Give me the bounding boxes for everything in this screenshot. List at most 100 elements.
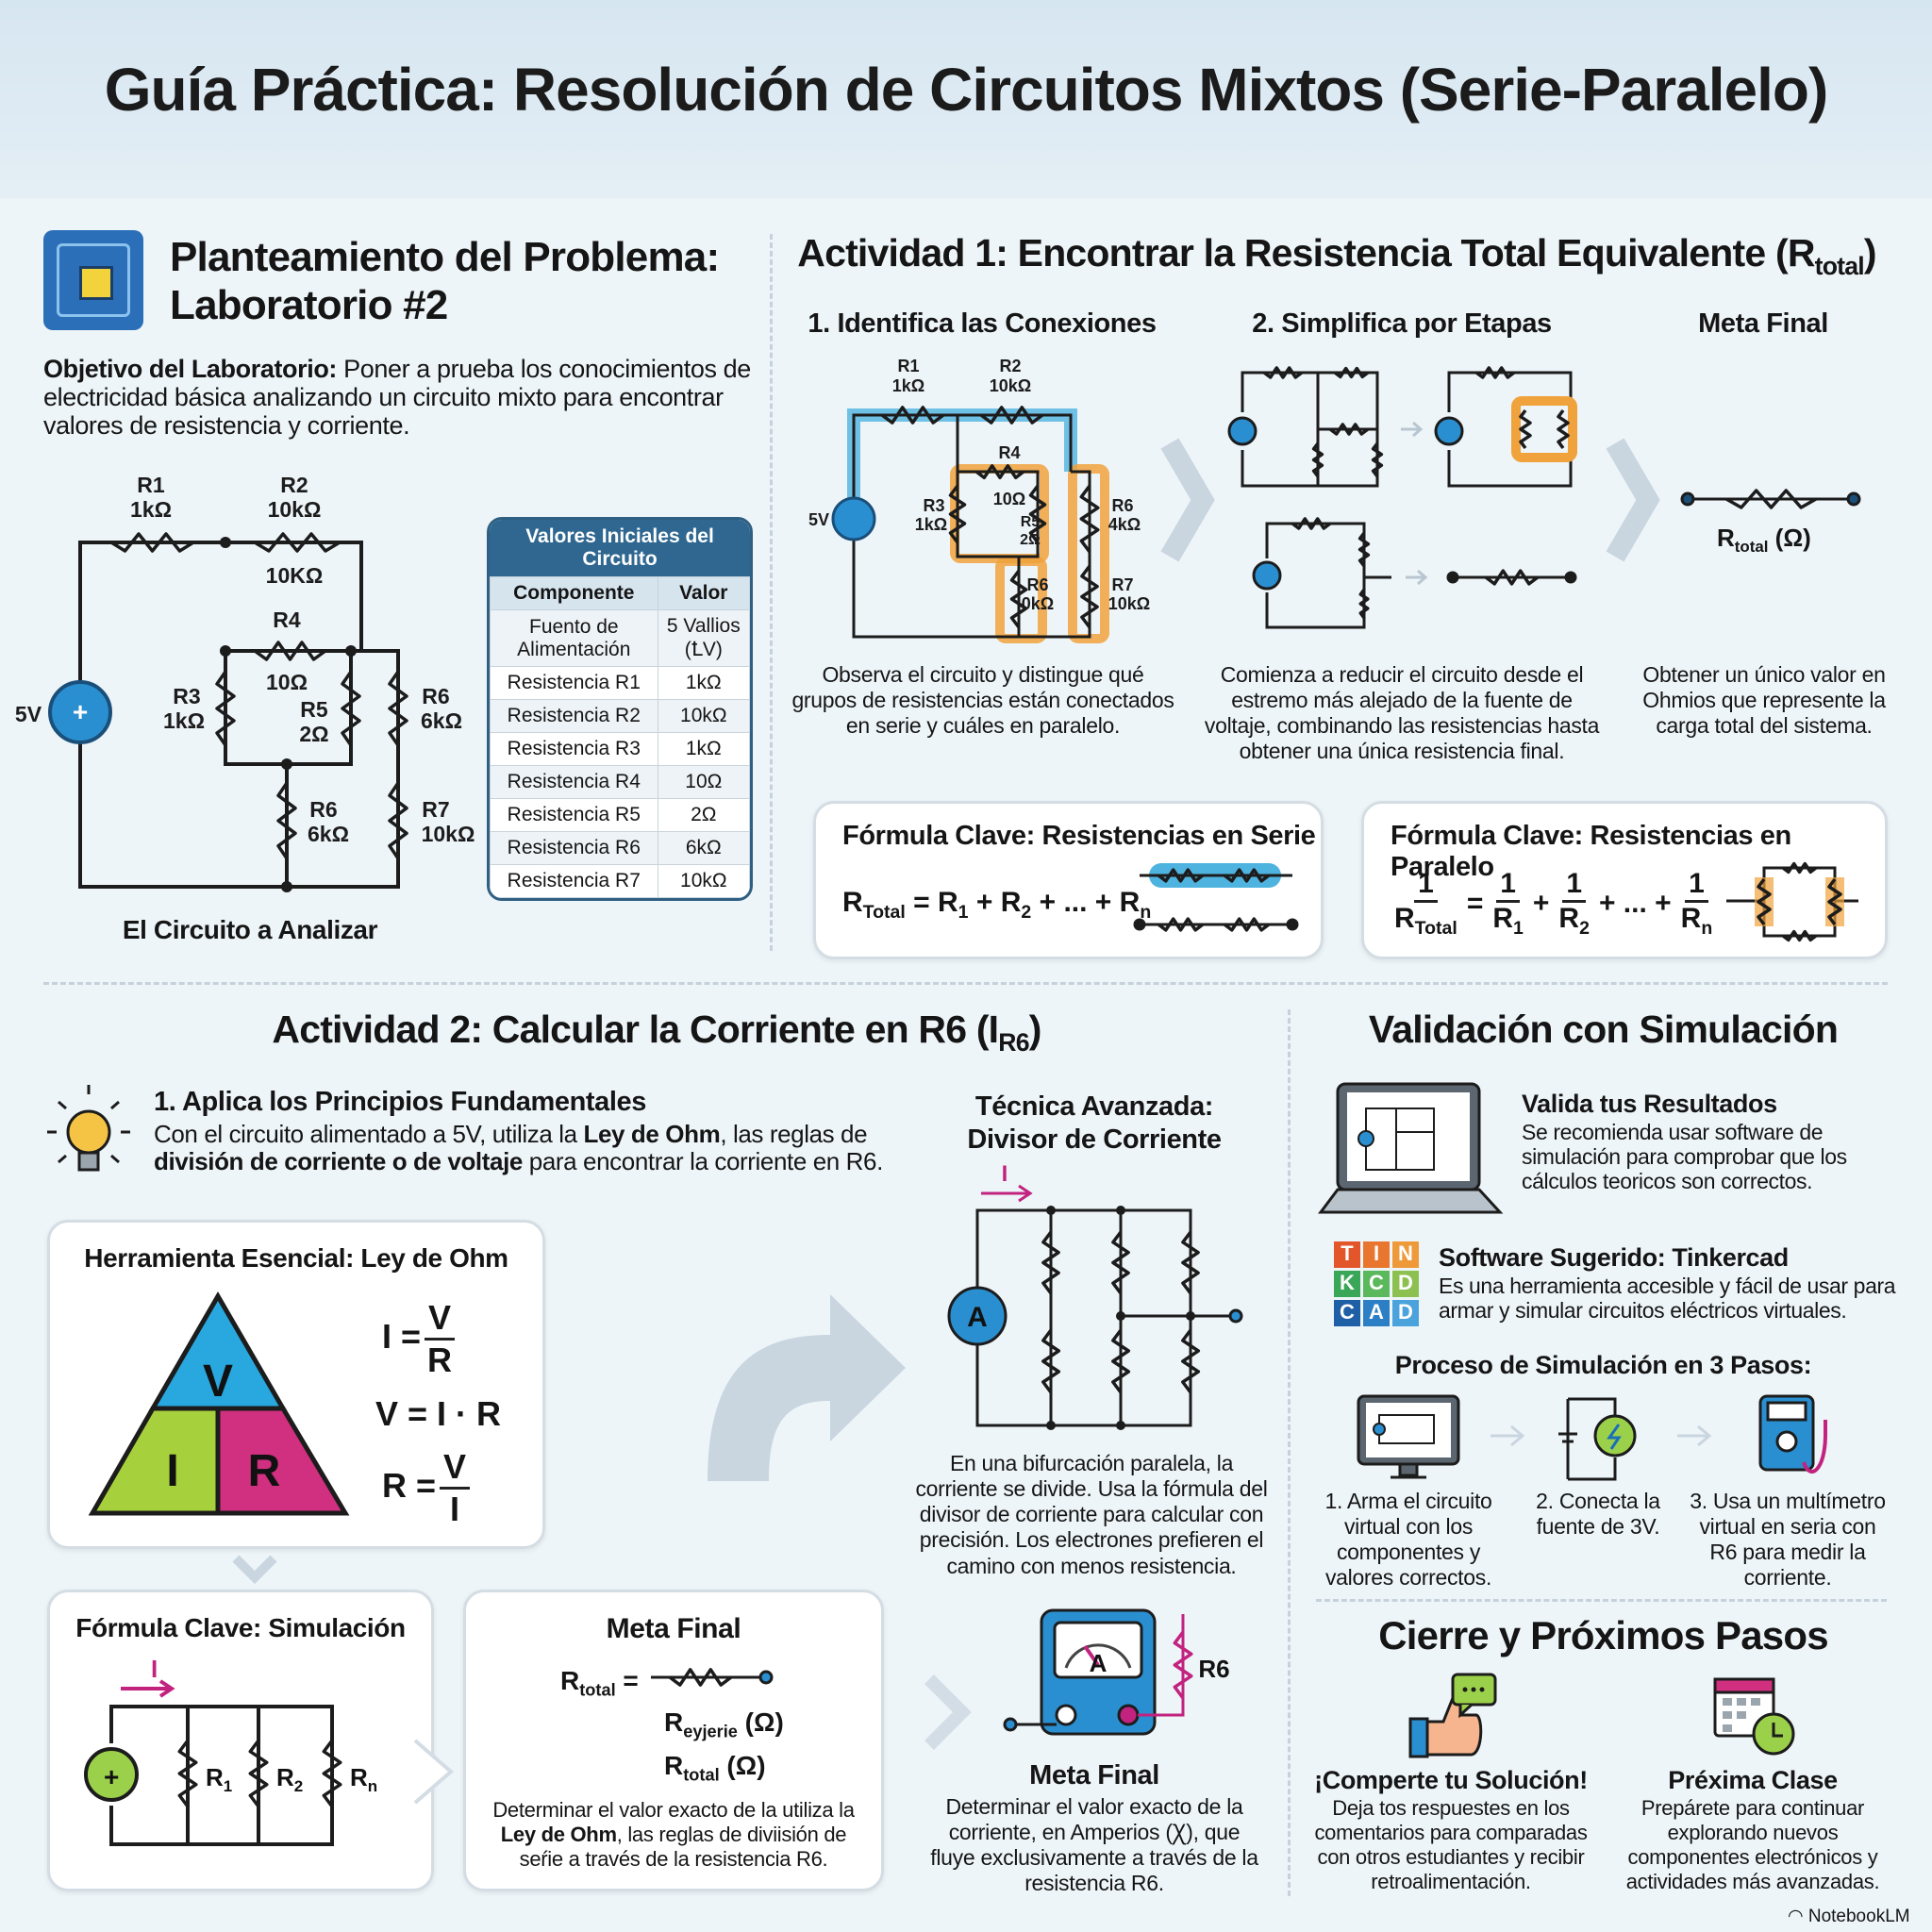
b: división de corriente o de voltaje <box>154 1147 523 1176</box>
activity1-title-end: ) <box>1863 231 1877 275</box>
plus-sign: + <box>73 697 88 726</box>
f-sub: 2 <box>1021 902 1032 923</box>
resistor-icon <box>1311 441 1324 478</box>
principles-text: Con el circuito alimentado a 5V, utiliza… <box>154 1120 899 1176</box>
laptop-icon <box>1318 1082 1504 1214</box>
rtotal-sub: total <box>1734 538 1769 557</box>
curved-arrow-icon <box>708 1294 906 1481</box>
current-label: I <box>151 1655 158 1683</box>
problem-title: Planteamiento del Problema: Laboratorio … <box>170 234 720 329</box>
resistor-r3 <box>948 484 967 544</box>
plus: + <box>1532 888 1550 919</box>
t: , las reglas de diviisión de seŕie a tra… <box>519 1822 847 1871</box>
resistor-r5 <box>1028 484 1047 544</box>
t: Determinar el valor exacto de la utiliza… <box>492 1798 855 1822</box>
label: R6 <box>309 797 337 822</box>
voltage-source-icon <box>48 680 112 744</box>
power-source-icon <box>1558 1397 1637 1481</box>
r: R <box>664 1707 684 1737</box>
pointer-icon <box>413 1739 455 1805</box>
num: 1 <box>1496 868 1520 903</box>
ammeter-icon <box>947 1286 1008 1346</box>
ohm-triangle-icon: V I R <box>88 1291 350 1516</box>
sim-box-title: Fórmula Clave: Simulación <box>75 1613 406 1642</box>
activity1-title: Actividad 1: Encontrar la Resistencia To… <box>789 231 1885 281</box>
label-sub: 1 <box>224 1777 232 1795</box>
label: 10kΩ <box>990 376 1031 395</box>
lhs: R = <box>382 1466 437 1506</box>
table-title: Valores Iniciales del Circuito <box>490 520 750 576</box>
label: R7 <box>422 797 449 822</box>
lhs: I = <box>382 1317 422 1357</box>
table-cell: 10kΩ <box>657 864 750 898</box>
den-r: R <box>1680 903 1702 934</box>
simplify-stages-diagram <box>1227 366 1577 629</box>
f-part: R <box>842 887 863 918</box>
den-sub: Total <box>1414 918 1457 939</box>
resistor-icon <box>1757 877 1772 926</box>
label: 1kΩ <box>892 376 924 395</box>
circuit-caption: El Circuito a Analizar <box>122 915 378 944</box>
meta-rtotal: Rtotal = <box>560 1666 639 1701</box>
ammeter-label: A <box>967 1302 988 1333</box>
objective-label: Objetivo del Laboratorio: <box>43 355 338 383</box>
label: 10KΩ <box>266 563 324 588</box>
resistor-icon <box>1223 917 1271 932</box>
col2-caption: Comienza a reducir el circuito desde el … <box>1204 662 1600 764</box>
resistor-icon <box>1333 366 1370 379</box>
sub: total <box>579 1680 616 1700</box>
chevron-right-icon <box>1160 438 1215 562</box>
num: V <box>440 1447 471 1490</box>
activity1-title-text: Actividad 1: Encontrar la Resistencia To… <box>797 231 1815 275</box>
triangle-v: V <box>203 1357 233 1407</box>
label: R5 <box>1021 514 1041 530</box>
num: V <box>425 1298 456 1341</box>
label: 1kΩ <box>130 497 172 522</box>
resistor-r6-lower <box>276 782 297 859</box>
resistor-icon <box>1223 868 1271 883</box>
dial-label: A <box>1090 1649 1108 1677</box>
den: R2 <box>1558 903 1590 940</box>
rtotal-resistor-icon <box>1680 489 1861 509</box>
label: R1 <box>137 473 165 497</box>
source-icon <box>1252 560 1282 591</box>
resistor-r2 <box>254 532 341 553</box>
lightbulb-icon <box>47 1085 130 1172</box>
objective-body: Poner a prueba los conocimientos de elec… <box>43 355 751 441</box>
col3-heading: Meta Final <box>1698 308 1828 339</box>
label: R5 <box>300 697 328 722</box>
meta-final-box: Meta Final Rtotal = Reyjerie (Ω) Rtotal … <box>463 1590 884 1891</box>
voltage-source-icon <box>831 496 876 541</box>
logo-tile: D <box>1392 1300 1419 1326</box>
table-cell: Resistencia R3 <box>490 732 658 766</box>
label: 10kΩ <box>422 822 475 846</box>
validation-title: Validación con Simulación <box>1368 1008 1839 1051</box>
arrow-right-icon <box>1491 1424 1525 1447</box>
col2-heading: 2. Simplifica por Etapas <box>1252 308 1552 339</box>
den-r: R <box>1558 903 1580 934</box>
current-label: I <box>1002 1161 1008 1187</box>
series-box-title: Fórmula Clave: Resistencias en Serie <box>842 821 1316 851</box>
table-cell: Fuento de Alimentación <box>490 609 658 667</box>
f-part: = R <box>905 887 958 918</box>
meta-line2: Reyjerie (Ω) <box>664 1707 784 1742</box>
arrow-right-icon <box>1406 569 1428 586</box>
resistor-r4 <box>974 464 1025 480</box>
logo-tile: K <box>1334 1271 1360 1297</box>
label: 6kΩ <box>308 822 349 846</box>
logo-tile: D <box>1392 1271 1419 1297</box>
source-icon <box>1434 416 1464 446</box>
b: Ley de Ohm <box>500 1822 617 1846</box>
label: R6 <box>1111 496 1133 515</box>
closing-title: Cierre y Próximos Pasos <box>1378 1613 1828 1657</box>
multimeter-small-icon <box>1758 1394 1827 1474</box>
resistor-icon <box>668 1668 733 1687</box>
activity2-title-sub: R6 <box>998 1028 1029 1058</box>
den: R1 <box>1492 903 1524 940</box>
f-part: + ... + R <box>1031 887 1141 918</box>
simulation-circuit-diagram: I + R1 R2 Rn <box>84 1655 377 1846</box>
